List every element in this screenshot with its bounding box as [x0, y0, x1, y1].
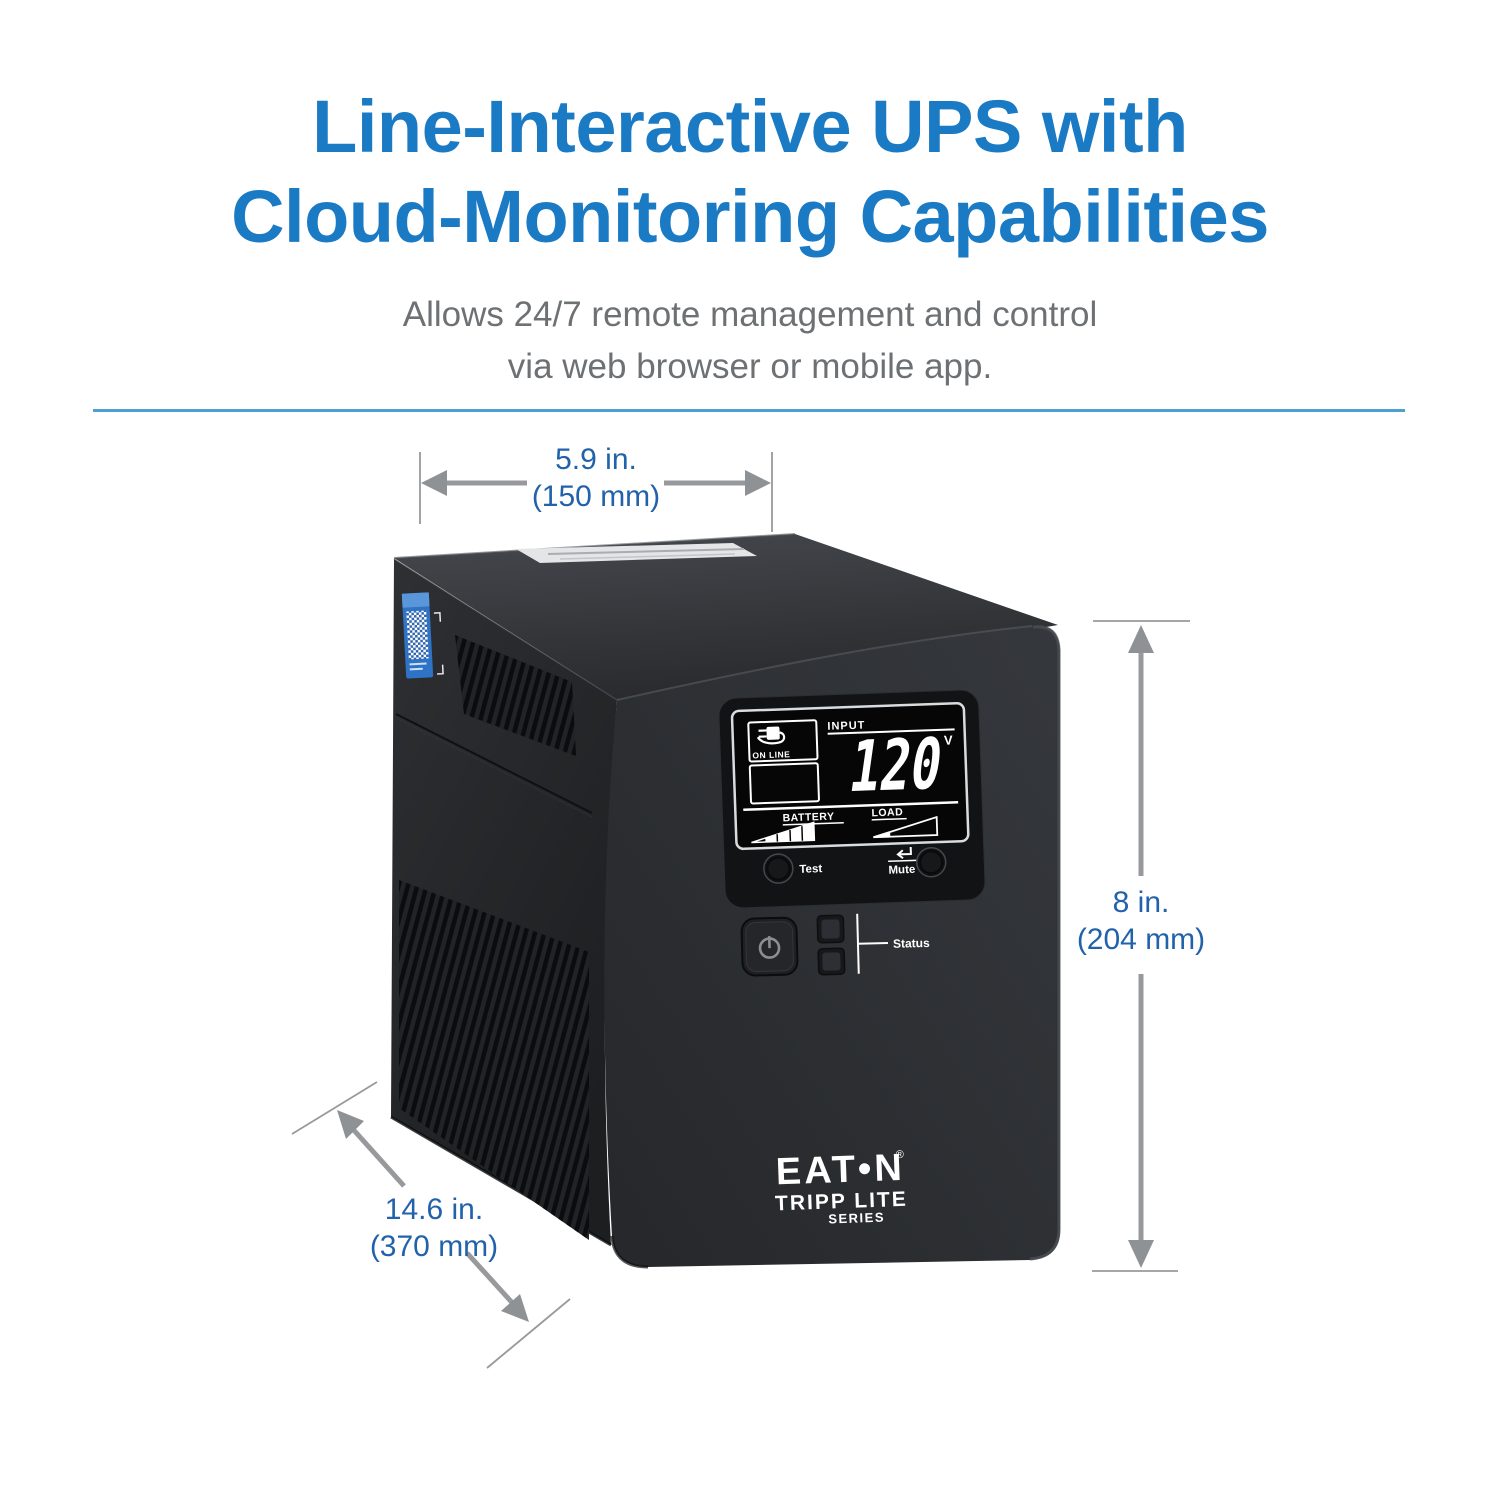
height-dimension-arrow	[1092, 620, 1190, 1272]
status-led-bottom-face	[822, 952, 841, 971]
power-icon	[758, 936, 781, 959]
page-title: Line-Interactive UPS with Cloud-Monitori…	[0, 82, 1500, 262]
page-subtitle-line1: Allows 24/7 remote management and contro…	[402, 295, 1098, 334]
device-branding: EAT•N ® TRIPP LITE SERIES	[775, 1147, 909, 1227]
front-bottom-edge	[610, 1235, 649, 1269]
top-shipping-label	[516, 543, 757, 563]
mute-label: Mute	[888, 864, 915, 877]
depth-dimension-metric: (370 mm)	[369, 1230, 499, 1263]
height-dimension-inches: 8 in.	[1112, 886, 1170, 919]
status-led-top-face	[821, 919, 840, 939]
energy-qr-label	[401, 592, 444, 679]
test-label: Test	[799, 863, 822, 876]
online-indicator-box	[747, 719, 819, 763]
power-status-row: Status	[740, 913, 930, 977]
load-gauge	[873, 815, 939, 839]
page-subtitle: Allows 24/7 remote management and contro…	[0, 289, 1500, 393]
side-panel-seam	[395, 713, 593, 814]
input-voltage-value: 120	[845, 723, 948, 808]
battery-gauge	[751, 821, 816, 844]
input-voltage-unit: V	[944, 732, 954, 747]
mute-button-face	[919, 850, 944, 875]
header-divider	[93, 409, 1405, 412]
test-button-face	[766, 856, 791, 881]
height-dimension-label: 8 in. (204 mm)	[1038, 884, 1244, 958]
side-top-edge-highlight	[393, 558, 618, 701]
depth-dimension-inches: 14.6 in.	[384, 1193, 484, 1226]
registered-mark: ®	[896, 1149, 905, 1161]
load-label: LOAD	[871, 806, 903, 819]
online-label: ON LINE	[752, 749, 790, 760]
width-dimension-metric: (150 mm)	[531, 480, 661, 513]
label-hang-tab-marks	[433, 611, 444, 675]
depth-dimension-label: 14.6 in. (370 mm)	[302, 1191, 566, 1265]
mute-underline	[888, 859, 920, 863]
page-title-line2: Cloud-Monitoring Capabilities	[231, 175, 1269, 258]
input-underline	[827, 728, 955, 735]
side-panel-seam-highlight	[395, 717, 593, 818]
input-label: INPUT	[827, 719, 865, 732]
battery-label: BATTERY	[782, 811, 834, 825]
front-top-edge-highlight	[616, 625, 1033, 701]
series-label: SERIES	[828, 1210, 885, 1227]
width-dimension-label: 5.9 in. (150 mm)	[450, 441, 742, 515]
device-top-face	[394, 534, 1058, 700]
front-right-edge-highlight	[1029, 625, 1061, 1261]
lcd-screen	[730, 702, 970, 851]
side-vents-lower	[399, 880, 589, 1240]
page-subtitle-line2: via web browser or mobile app.	[507, 347, 993, 386]
depth-dimension-arrow	[291, 1081, 571, 1369]
dimension-annotations	[291, 452, 1190, 1369]
lcd-separator	[743, 801, 959, 812]
status-bracket	[856, 913, 888, 974]
height-dimension-metric: (204 mm)	[1076, 923, 1206, 956]
tripp-lite-label: TRIPP LITE	[775, 1188, 909, 1216]
top-rear-edge-highlight	[393, 533, 796, 559]
load-label-underline	[871, 817, 907, 821]
eaton-logo: EAT•N	[775, 1147, 905, 1193]
page-title-line1: Line-Interactive UPS with	[312, 85, 1188, 168]
ups-device: ON LINE INPUT 120 V BATTERY	[390, 533, 1061, 1269]
lcd-control-panel: ON LINE INPUT 120 V BATTERY	[718, 689, 986, 909]
width-dimension-inches: 5.9 in.	[555, 443, 637, 476]
status-label: Status	[893, 936, 930, 951]
mute-return-icon	[896, 846, 912, 860]
side-vents-upper	[455, 635, 576, 756]
secondary-indicator-box	[748, 762, 820, 805]
qr-code-icon	[406, 610, 429, 660]
plug-icon	[756, 726, 786, 745]
width-dimension-arrow	[419, 452, 773, 532]
